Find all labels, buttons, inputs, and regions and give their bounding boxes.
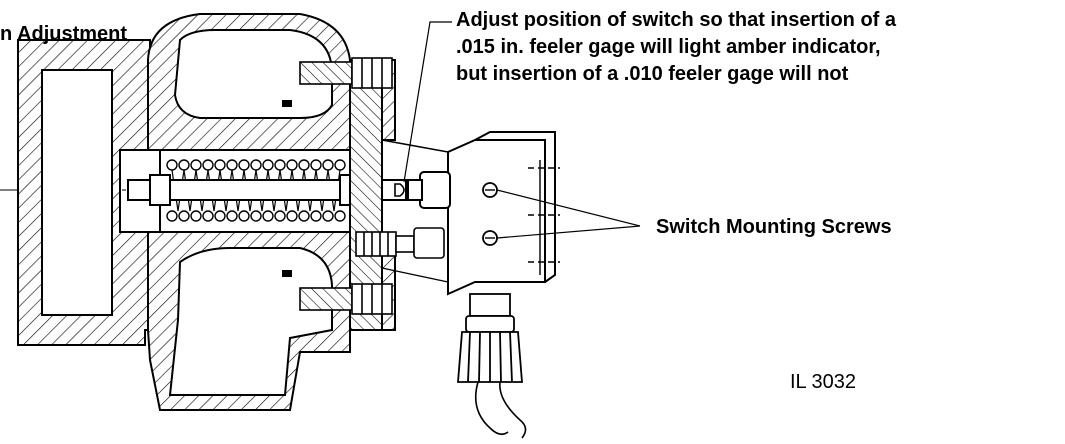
flange-bore: [41, 69, 113, 316]
plunger-tip: [394, 183, 405, 197]
o-ring-bottom: [282, 270, 292, 277]
adjustment-note-line-3: but insertion of a .010 feeler gage will…: [456, 63, 849, 85]
cable: [474, 381, 527, 439]
upper-cavity: [173, 29, 333, 119]
limit-switch: [407, 131, 556, 296]
side-fitting: [355, 227, 445, 259]
cable-connector: [457, 293, 523, 383]
switch-terminals: [528, 160, 560, 275]
screw-leader-upper: [496, 189, 641, 227]
top-bolt: [299, 57, 393, 89]
o-ring-top: [282, 100, 292, 107]
adjustment-note-line-1: Adjust position of switch so that insert…: [456, 9, 896, 31]
figure-id: IL 3032: [790, 371, 856, 393]
adjust-leader: [403, 21, 452, 183]
piston-stem: [127, 179, 407, 201]
switch-mounting-screws-label: Switch Mounting Screws: [656, 216, 892, 238]
screw-leader-lower: [496, 225, 641, 239]
lower-cavity: [168, 247, 333, 396]
adjustment-heading: n Adjustment: [0, 23, 128, 45]
adjustment-note-line-2: .015 in. feeler gage will light amber in…: [456, 36, 881, 58]
bottom-bolt: [299, 283, 393, 315]
